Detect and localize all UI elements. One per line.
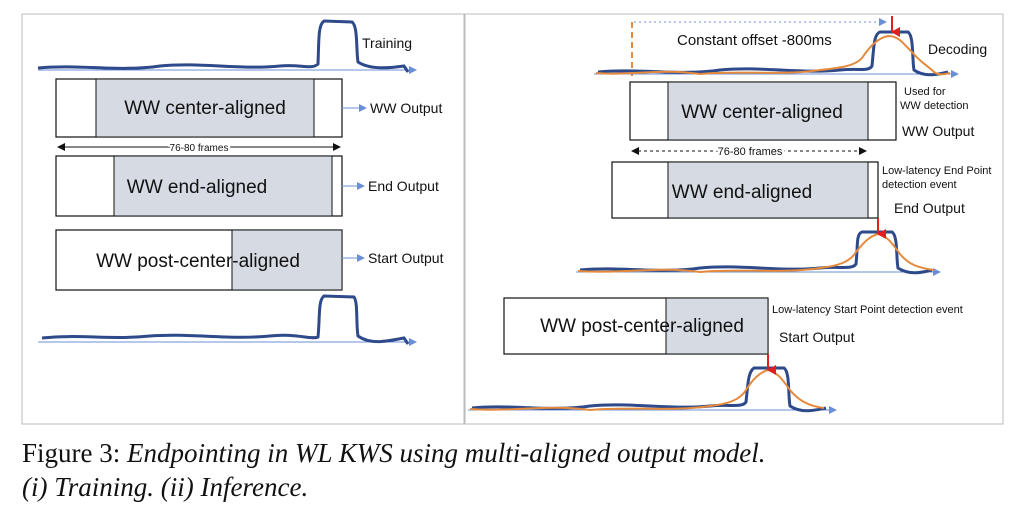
end-signal-orange <box>577 232 935 274</box>
inf-ww-center-aligned-label: WW center-aligned <box>681 102 843 123</box>
inf-ww-output-label: WW Output <box>902 123 974 139</box>
ww-post-center-aligned-shade <box>231 229 343 291</box>
inference-panel-frame <box>464 13 1004 425</box>
inf-ww-end-aligned-shade <box>667 161 869 219</box>
end-output-label: End Output <box>368 178 439 194</box>
training-bottom-signal <box>41 294 410 345</box>
inf-start-output-label: Start Output <box>779 329 855 345</box>
caption-prefix: Figure 3: <box>22 438 121 468</box>
caption-line-2: (i) Training. (ii) Inference. <box>22 472 309 502</box>
ww-end-aligned-label: WW end-aligned <box>127 177 267 198</box>
ww-center-aligned-label: WW center-aligned <box>124 98 286 119</box>
start-signal-orange <box>469 368 825 412</box>
decoding-label: Decoding <box>928 41 987 57</box>
training-top-signal <box>37 19 410 73</box>
inf-ww-post-center-aligned-label: WW post-center-aligned <box>540 316 744 337</box>
decoding-signal-orange <box>595 34 951 76</box>
figure-caption: Figure 3: Endpointing in WL KWS using mu… <box>22 436 1012 504</box>
ww-center-aligned-shade <box>95 78 315 138</box>
end-point-event-line1: Low-latency End Point <box>882 165 991 177</box>
inf-ww-end-aligned-label: WW end-aligned <box>672 182 812 203</box>
start-output-label: Start Output <box>368 250 444 266</box>
used-for-label: Used for <box>904 86 946 98</box>
inf-ww-post-center-aligned-shade <box>665 297 769 355</box>
training-label: Training <box>362 35 412 51</box>
end-point-event-line2: detection event <box>882 179 957 191</box>
ww-output-label: WW Output <box>370 100 442 116</box>
inf-end-output-label: End Output <box>894 200 965 216</box>
endpointing-figure: Training WW center-aligned WW Output 76-… <box>21 13 1004 425</box>
frames-label: 76-80 frames <box>170 143 229 154</box>
end-signal-blue <box>579 230 933 275</box>
inf-frames-label: 76-80 frames <box>718 146 783 158</box>
caption-line-1: Figure 3: Endpointing in WL KWS using mu… <box>22 436 1012 470</box>
inf-ww-center-aligned-shade <box>667 81 869 141</box>
start-point-event-label: Low-latency Start Point detection event <box>772 304 963 316</box>
inference-panel: Constant offset -800ms Decoding WW cente… <box>468 16 991 414</box>
ww-end-aligned-shade <box>113 155 333 217</box>
offset-label: Constant offset -800ms <box>677 32 832 49</box>
ww-post-center-aligned-label: WW post-center-aligned <box>96 251 300 272</box>
caption-title: Endpointing in WL KWS using multi-aligne… <box>127 438 766 468</box>
training-panel: Training WW center-aligned WW Output 76-… <box>37 19 444 346</box>
ww-detection-label: WW detection <box>900 100 968 112</box>
decoding-signal-blue <box>597 30 949 77</box>
start-signal-blue <box>471 366 827 413</box>
training-panel-frame <box>21 13 465 425</box>
